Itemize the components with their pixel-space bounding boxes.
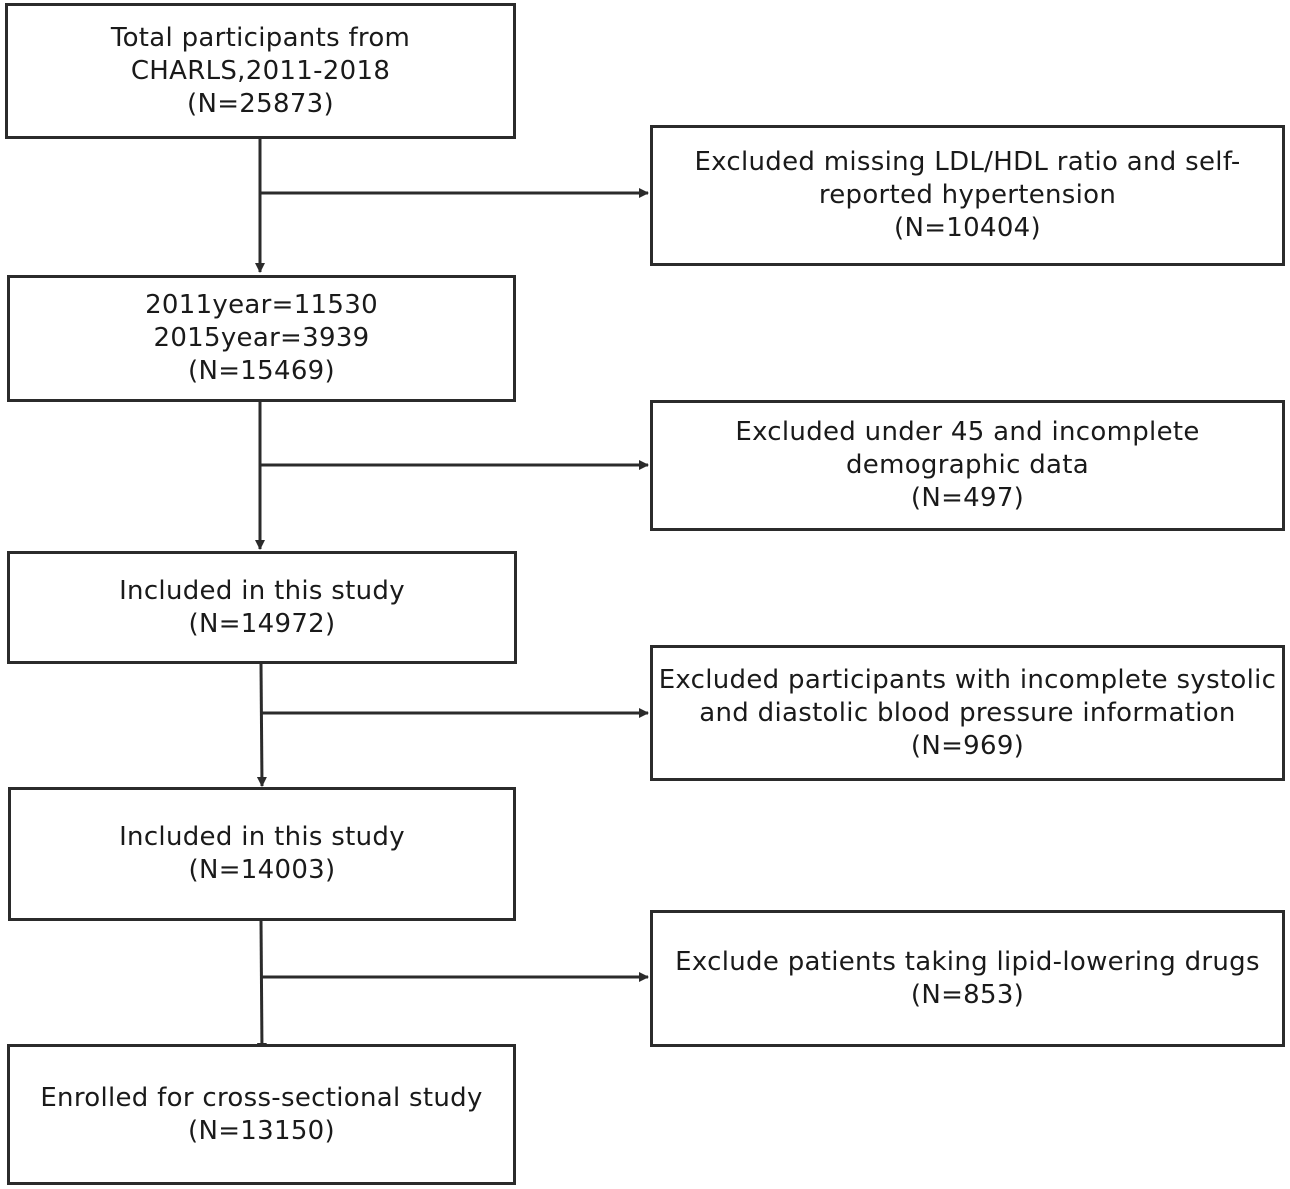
step-text-line: CHARLS,2011-2018 (130, 55, 391, 86)
step-text-line: 2015year=3939 (153, 323, 370, 353)
exclusion-text-line: demographic data (846, 450, 1089, 480)
exclusion-count: (N=853) (910, 979, 1025, 1010)
exclusion-text-line: and diastolic blood pressure information (699, 697, 1236, 728)
step-text-line: Included in this study (119, 575, 405, 606)
arrow-included1-to-included2 (256, 663, 267, 787)
step-text-line: 2011year=11530 (145, 290, 378, 320)
exclusion-count: (N=969) (910, 730, 1025, 761)
step-text-line: Enrolled for cross-sectional study (40, 1082, 483, 1113)
step-count: (N=14003) (188, 855, 336, 885)
exclusion-blood-pressure: Excluded participants with incomplete sy… (650, 645, 1285, 781)
arrow-included2-to-enrolled (256, 919, 267, 1053)
exclusion-ldl-hdl: Excluded missing LDL/HDL ratio and self-… (650, 125, 1285, 266)
step-included-1: Included in this study (N=14972) (7, 551, 517, 664)
exclusion-count: (N=10404) (894, 213, 1041, 243)
step-yearly-breakdown: 2011year=11530 2015year=3939 (N=15469) (7, 275, 516, 402)
step-count: (N=13150) (188, 1115, 335, 1146)
step-count: (N=15469) (188, 356, 335, 386)
step-count: (N=14972) (188, 608, 336, 639)
exclusion-text-line: Excluded missing LDL/HDL ratio and self- (694, 147, 1241, 177)
step-count: (N=25873) (187, 88, 334, 119)
step-text-line: Included in this study (119, 822, 405, 852)
exclusion-count: (N=497) (910, 483, 1025, 513)
step-text-line: Total participants from (110, 22, 411, 53)
step-total-participants: Total participants from CHARLS,2011-2018… (5, 3, 516, 139)
step-enrolled: Enrolled for cross-sectional study (N=13… (7, 1044, 516, 1185)
exclusion-text-line: reported hypertension (818, 180, 1117, 210)
step-included-2: Included in this study (N=14003) (8, 787, 516, 921)
exclusion-text-line: Excluded under 45 and incomplete (735, 417, 1200, 447)
exclusion-lipid-drugs: Exclude patients taking lipid-lowering d… (650, 910, 1285, 1047)
exclusion-age-demographic: Excluded under 45 and incomplete demogra… (650, 400, 1285, 531)
exclusion-text-line: Excluded participants with incomplete sy… (658, 664, 1277, 695)
exclusion-text-line: Exclude patients taking lipid-lowering d… (675, 946, 1260, 977)
